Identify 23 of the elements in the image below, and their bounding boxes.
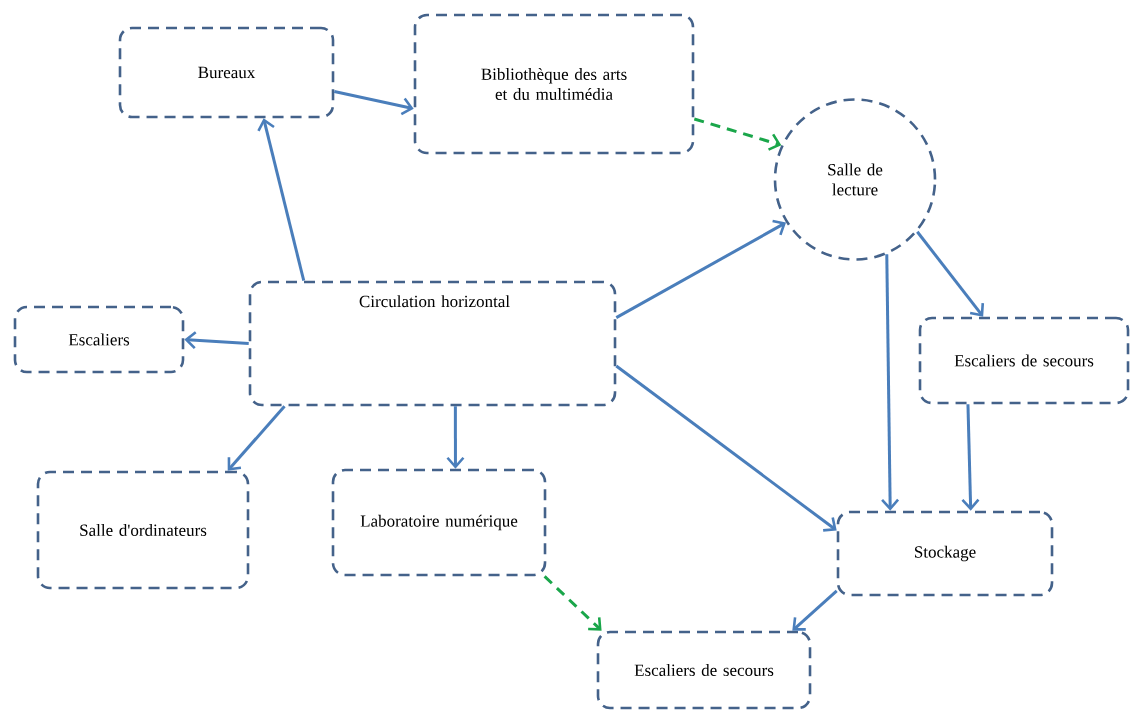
arrow: [881, 254, 900, 511]
process-box: Escaliers de secours: [918, 316, 1130, 405]
process-box: Salle d'ordinateurs: [36, 470, 250, 590]
arrow: [615, 219, 787, 319]
arrow: [693, 117, 782, 151]
arrow: [227, 405, 286, 471]
process-box: Laboratoire numérique: [331, 468, 547, 577]
circle-node: Salle de lecture: [773, 98, 937, 261]
arrow: [543, 575, 602, 631]
arrow: [334, 90, 414, 116]
arrow: [916, 230, 985, 317]
process-box: Stockage: [836, 510, 1054, 597]
arrow: [615, 364, 837, 532]
process-box: Bibliothèque des arts et du multimédia: [413, 13, 695, 155]
process-box: Escaliers: [13, 305, 185, 374]
arrow: [961, 404, 980, 511]
arrow: [257, 118, 306, 282]
process-box: Circulation horizontal: [248, 280, 617, 407]
process-box: Bureaux: [118, 26, 335, 119]
process-box: Escaliers de secours: [596, 630, 812, 710]
arrow: [184, 331, 249, 350]
arrow: [446, 406, 465, 469]
arrow: [792, 589, 838, 631]
